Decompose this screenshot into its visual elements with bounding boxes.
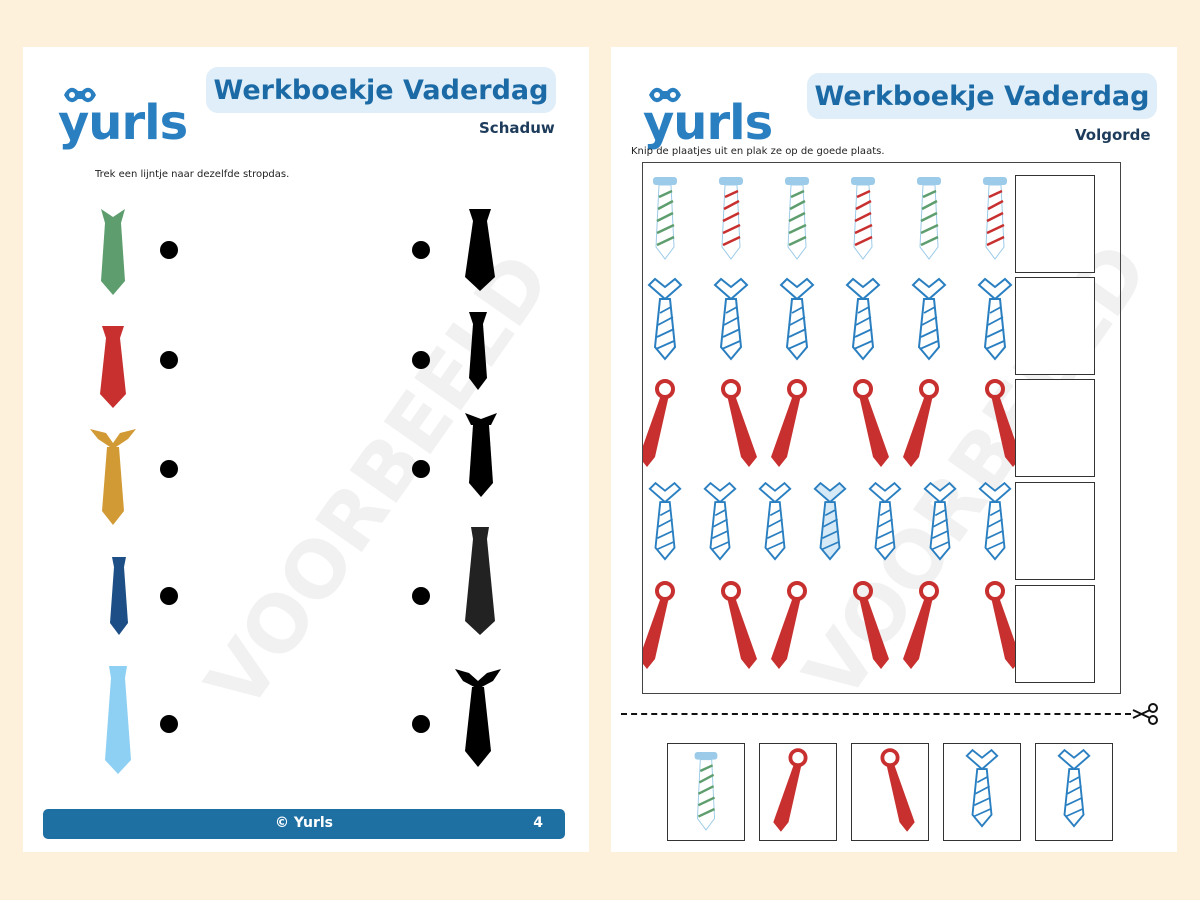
red-tie-icon (985, 581, 1021, 669)
cut-piece[interactable] (759, 743, 837, 841)
footer-brand: © Yurls (275, 815, 333, 831)
page-title: Werkboekje Vaderdag (206, 67, 556, 113)
red-tie-icon (643, 379, 675, 467)
outline-tie-icon (845, 277, 881, 361)
mask-icon (64, 87, 96, 103)
footer-bar: © Yurls 4 (43, 809, 565, 839)
match-dot[interactable] (160, 587, 178, 605)
striped-tie-icon (917, 177, 941, 260)
striped-tie-icon (694, 752, 718, 831)
navy-tie-icon (110, 557, 128, 635)
match-dot[interactable] (412, 587, 430, 605)
striped-tie-icon (785, 177, 809, 260)
red-tie-icon (721, 379, 757, 467)
outline-tie-icon (911, 277, 947, 361)
match-dot[interactable] (160, 715, 178, 733)
cut-piece[interactable] (667, 743, 745, 841)
tie-rows (643, 177, 1021, 669)
sequence-frame (642, 162, 1121, 694)
outline-tie-icon (648, 481, 682, 561)
red-tie-icon (100, 326, 126, 408)
yurls-logo: yurls (58, 77, 198, 157)
outline-tie-icon (758, 481, 792, 561)
match-dot[interactable] (160, 351, 178, 369)
instruction-text: Knip de plaatjes uit en plak ze op de go… (631, 146, 885, 157)
light-blue-tie-icon (105, 666, 131, 774)
worksheet-shadow: VOORBEELD yurls Werkboekje Vaderdag Scha… (23, 47, 589, 852)
red-tie-icon (643, 581, 675, 669)
striped-tie-icon (719, 177, 743, 260)
match-dot[interactable] (160, 460, 178, 478)
yurls-logo: yurls (643, 77, 783, 157)
page-subtitle: Schaduw (479, 119, 555, 137)
answer-box[interactable] (1015, 277, 1095, 375)
outline-tie-icon (647, 277, 683, 361)
red-tie-icon (985, 379, 1021, 467)
outline-tie-icon (868, 481, 902, 561)
red-tie-icon (771, 581, 807, 669)
answer-box[interactable] (1015, 482, 1095, 580)
logo-text: yurls (643, 95, 773, 151)
page-number: 4 (533, 815, 543, 831)
outline-tie-icon (713, 277, 749, 361)
red-tie-icon (721, 581, 757, 669)
red-tie-icon (853, 379, 889, 467)
red-tie-icon (773, 748, 808, 832)
tie-shadow-icon (465, 527, 495, 635)
striped-tie-icon (851, 177, 875, 260)
striped-tie-icon (983, 177, 1007, 260)
cut-piece[interactable] (943, 743, 1021, 841)
answer-box[interactable] (1015, 379, 1095, 477)
striped-tie-icon (653, 177, 677, 260)
mask-icon (649, 87, 681, 103)
outline-tie-icon (1057, 748, 1091, 828)
tie-shadow-icon (455, 669, 501, 767)
outline-tie-icon (978, 481, 1012, 561)
outline-tie-icon (923, 481, 957, 561)
red-tie-icon (903, 379, 939, 467)
red-tie-icon (880, 748, 915, 832)
watermark: VOORBEELD (189, 238, 569, 726)
match-dot[interactable] (160, 241, 178, 259)
cut-piece[interactable] (1035, 743, 1113, 841)
tie-shadow-icon (469, 312, 487, 390)
gold-tie-icon (90, 429, 136, 525)
outline-tie-icon (703, 481, 737, 561)
match-dot[interactable] (412, 715, 430, 733)
answer-box[interactable] (1015, 585, 1095, 683)
page-subtitle: Volgorde (1075, 126, 1151, 144)
answer-box[interactable] (1015, 175, 1095, 273)
worksheet-sequence: VOORBEELD yurls Werkboekje Vaderdag Volg… (611, 47, 1177, 852)
outline-tie-icon (813, 481, 847, 561)
outline-tie-icon (779, 277, 815, 361)
instruction-text: Trek een lijntje naar dezelfde stropdas. (95, 169, 290, 180)
outline-tie-icon (965, 748, 999, 828)
match-dot[interactable] (412, 460, 430, 478)
tie-shadow-icon (465, 413, 497, 497)
tie-shadow-icon (465, 209, 495, 291)
scissors-icon (1132, 703, 1158, 725)
match-dot[interactable] (412, 351, 430, 369)
cut-piece[interactable] (851, 743, 929, 841)
green-tie-icon (101, 209, 125, 295)
red-tie-icon (903, 581, 939, 669)
red-tie-icon (771, 379, 807, 467)
match-dot[interactable] (412, 241, 430, 259)
cut-line (621, 713, 1131, 715)
logo-text: yurls (58, 95, 188, 151)
page-title: Werkboekje Vaderdag (807, 73, 1157, 119)
red-tie-icon (853, 581, 889, 669)
outline-tie-icon (977, 277, 1013, 361)
